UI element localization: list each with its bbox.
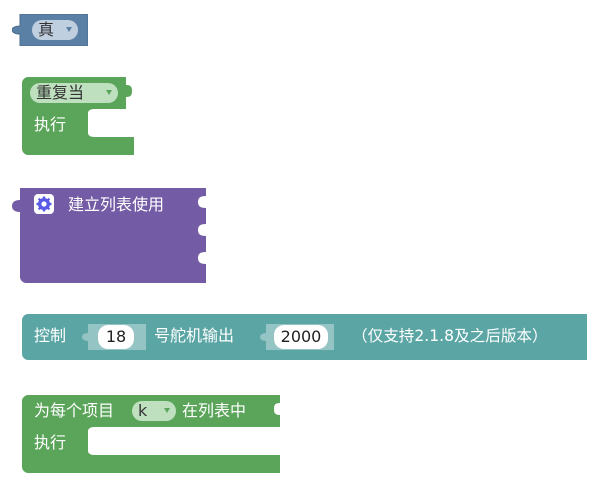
servo-pulse-field[interactable]: 2000 bbox=[274, 325, 328, 349]
repeat-while-block[interactable]: 重复当 执行 bbox=[22, 77, 136, 155]
for-each-block-shape bbox=[22, 395, 280, 473]
servo-control-label: 控制 bbox=[34, 326, 67, 345]
create-list-label: 建立列表使用 bbox=[68, 195, 165, 214]
for-each-block[interactable]: 为每个项目 k 在列表中 执行 bbox=[22, 395, 282, 473]
create-list-block-shape bbox=[12, 188, 206, 283]
servo-pin-field[interactable]: 18 bbox=[98, 325, 134, 349]
for-each-do-label: 执行 bbox=[34, 433, 67, 452]
repeat-mode-dropdown[interactable]: 重复当 bbox=[30, 83, 118, 103]
boolean-block[interactable]: 真 bbox=[12, 14, 88, 46]
repeat-mode-label: 重复当 bbox=[36, 83, 85, 102]
for-each-prefix-label: 为每个项目 bbox=[34, 401, 115, 420]
repeat-do-label: 执行 bbox=[34, 115, 67, 134]
chevron-down-icon bbox=[164, 408, 170, 413]
servo-note-label: （仅支持2.1.8及之后版本） bbox=[352, 327, 548, 345]
servo-control-block[interactable]: 控制 18 号舵机输出 2000 （仅支持2.1.8及之后版本） bbox=[22, 314, 587, 360]
chevron-down-icon bbox=[66, 27, 72, 32]
boolean-value-dropdown[interactable]: 真 bbox=[32, 20, 78, 40]
chevron-down-icon bbox=[106, 90, 112, 95]
for-each-variable-label: k bbox=[138, 401, 148, 420]
for-each-suffix-label: 在列表中 bbox=[182, 401, 247, 420]
for-each-variable-dropdown[interactable]: k bbox=[132, 401, 176, 421]
servo-middle-label: 号舵机输出 bbox=[154, 326, 235, 345]
boolean-value-label: 真 bbox=[38, 20, 55, 39]
gear-icon[interactable] bbox=[34, 194, 54, 214]
create-list-block[interactable]: 建立列表使用 bbox=[12, 188, 206, 284]
